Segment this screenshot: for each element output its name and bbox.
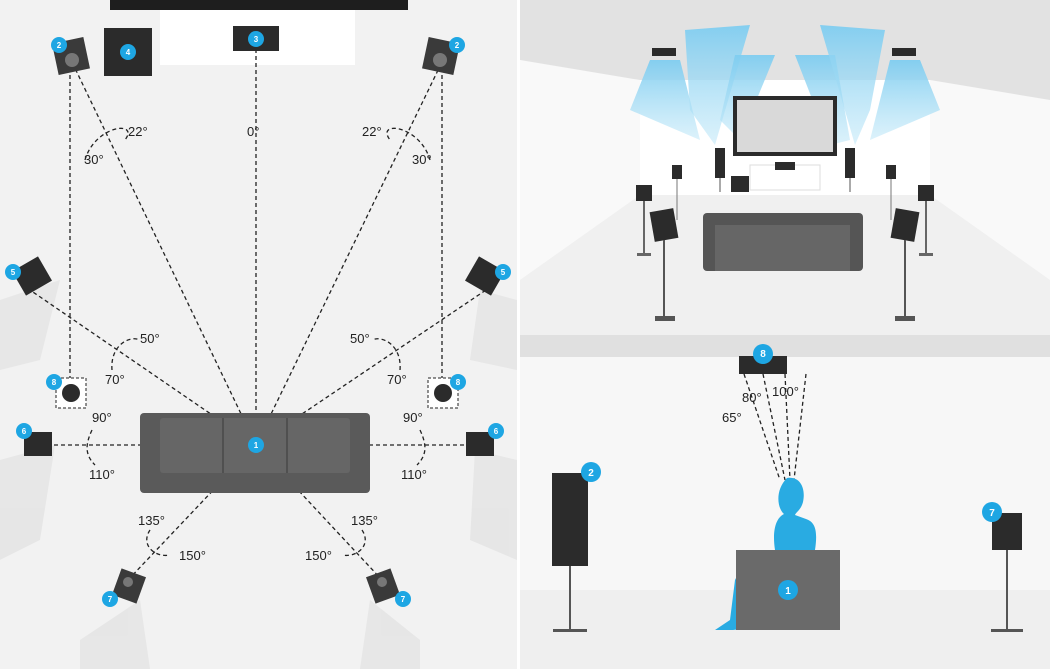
side-angle-a: 65°: [722, 410, 742, 425]
svg-text:7: 7: [401, 595, 406, 604]
top-view-panel: 1 2 2 3 4 5 5 6 6 7 7 8 8 0° 22° 30° 22°…: [0, 0, 517, 669]
arc-side-right: [371, 338, 401, 371]
svg-text:7: 7: [108, 595, 113, 604]
room-center-speaker: [775, 162, 795, 170]
angle-surround-left-inner: 90°: [92, 410, 112, 425]
arc-surround-right: [416, 429, 426, 466]
angle-side-left-outer: 70°: [105, 372, 125, 387]
room-sofa: [703, 213, 863, 271]
svg-text:4: 4: [126, 48, 131, 57]
side-badge-rear: 7: [982, 502, 1002, 522]
badge-listener: 1: [248, 437, 264, 453]
angle-lines: [29, 48, 487, 581]
svg-text:8: 8: [760, 349, 766, 360]
svg-text:8: 8: [52, 378, 57, 387]
floor-shadows: [0, 280, 517, 669]
panel-divider: [520, 335, 1050, 357]
angle-rear-right-outer: 150°: [305, 548, 332, 563]
speaker-rear-left: [111, 568, 147, 604]
speaker-rear-right: [365, 568, 401, 604]
side-view-panel: 8 2 7 1 65° 80° 100°: [520, 344, 1050, 669]
badge-surround-left: 6: [16, 423, 32, 439]
angle-surround-left-outer: 110°: [89, 467, 115, 482]
angle-side-left-inner: 50°: [140, 331, 160, 346]
arc-surround-left: [86, 429, 96, 466]
angle-side-right-inner: 50°: [350, 331, 370, 346]
angle-front-right-inner: 22°: [362, 124, 382, 139]
side-angle-b: 80°: [742, 390, 762, 405]
svg-text:8: 8: [456, 378, 461, 387]
line-front-right: [255, 61, 443, 446]
badge-height-left: 8: [46, 374, 62, 390]
speaker-height-left: [55, 377, 87, 409]
svg-text:5: 5: [501, 268, 506, 277]
line-side-right: [255, 289, 487, 446]
side-angle-c: 100°: [772, 384, 799, 399]
badge-center: 3: [248, 31, 264, 47]
speaker-side-left: [12, 256, 52, 296]
speaker-side-right: [465, 256, 505, 296]
side-badge-front: 2: [581, 462, 601, 482]
svg-text:5: 5: [11, 268, 16, 277]
top-view-floor: [0, 0, 517, 669]
side-front-speaker: [552, 473, 588, 632]
arc-rear-left: [146, 529, 171, 557]
speaker-surround-right: [466, 432, 494, 456]
angle-side-right-outer: 70°: [387, 372, 407, 387]
badge-rear-left: 7: [102, 591, 118, 607]
angle-rear-left-inner: 135°: [138, 513, 165, 528]
room-front-left: [715, 148, 725, 178]
badge-front-right: 2: [449, 37, 465, 53]
svg-text:2: 2: [455, 41, 460, 50]
sofa-top: [140, 413, 370, 493]
angle-front-left-outer: 30°: [84, 152, 104, 167]
angle-center: 0°: [247, 124, 259, 139]
side-badge-listener: 1: [778, 580, 798, 600]
svg-text:2: 2: [588, 468, 594, 479]
svg-text:1: 1: [254, 441, 259, 450]
badge-height-right: 8: [450, 374, 466, 390]
svg-text:7: 7: [989, 508, 995, 519]
svg-text:1: 1: [785, 586, 791, 597]
badge-rear-right: 7: [395, 591, 411, 607]
svg-text:6: 6: [22, 427, 27, 436]
badge-surround-right: 6: [488, 423, 504, 439]
ceiling-speaker-left: [652, 48, 676, 56]
speaker-height-right: [427, 377, 459, 409]
angle-front-left-inner: 22°: [128, 124, 148, 139]
room-side-speakers: [636, 165, 934, 321]
side-ceiling-speaker: [739, 356, 787, 374]
angle-rear-left-outer: 150°: [179, 548, 206, 563]
svg-text:6: 6: [494, 427, 499, 436]
ceiling-speaker-right: [892, 48, 916, 56]
room-left-wall: [520, 60, 640, 280]
angle-rear-right-inner: 135°: [351, 513, 378, 528]
angle-surround-right-inner: 90°: [403, 410, 423, 425]
badge-subwoofer: 4: [120, 44, 136, 60]
arc-front-left: [84, 127, 129, 161]
room-subwoofer: [731, 176, 749, 192]
side-badge-ceiling: 8: [753, 344, 773, 364]
badge-side-right: 5: [495, 264, 511, 280]
svg-text:3: 3: [254, 35, 259, 44]
badge-front-left: 2: [51, 37, 67, 53]
svg-text:2: 2: [57, 41, 62, 50]
arc-side-left: [111, 338, 141, 371]
arc-front-right: [386, 127, 431, 161]
room-front-right: [845, 148, 855, 178]
arc-rear-right: [341, 529, 366, 557]
room-right-wall: [930, 80, 1050, 280]
screen-bar: [110, 0, 408, 10]
angle-front-right-outer: 30°: [412, 152, 432, 167]
angle-surround-right-outer: 110°: [401, 467, 427, 482]
room-3d-panel: [520, 0, 1050, 335]
badge-side-left: 5: [5, 264, 21, 280]
line-front-left: [71, 61, 257, 446]
side-angle-lines: [743, 373, 807, 481]
